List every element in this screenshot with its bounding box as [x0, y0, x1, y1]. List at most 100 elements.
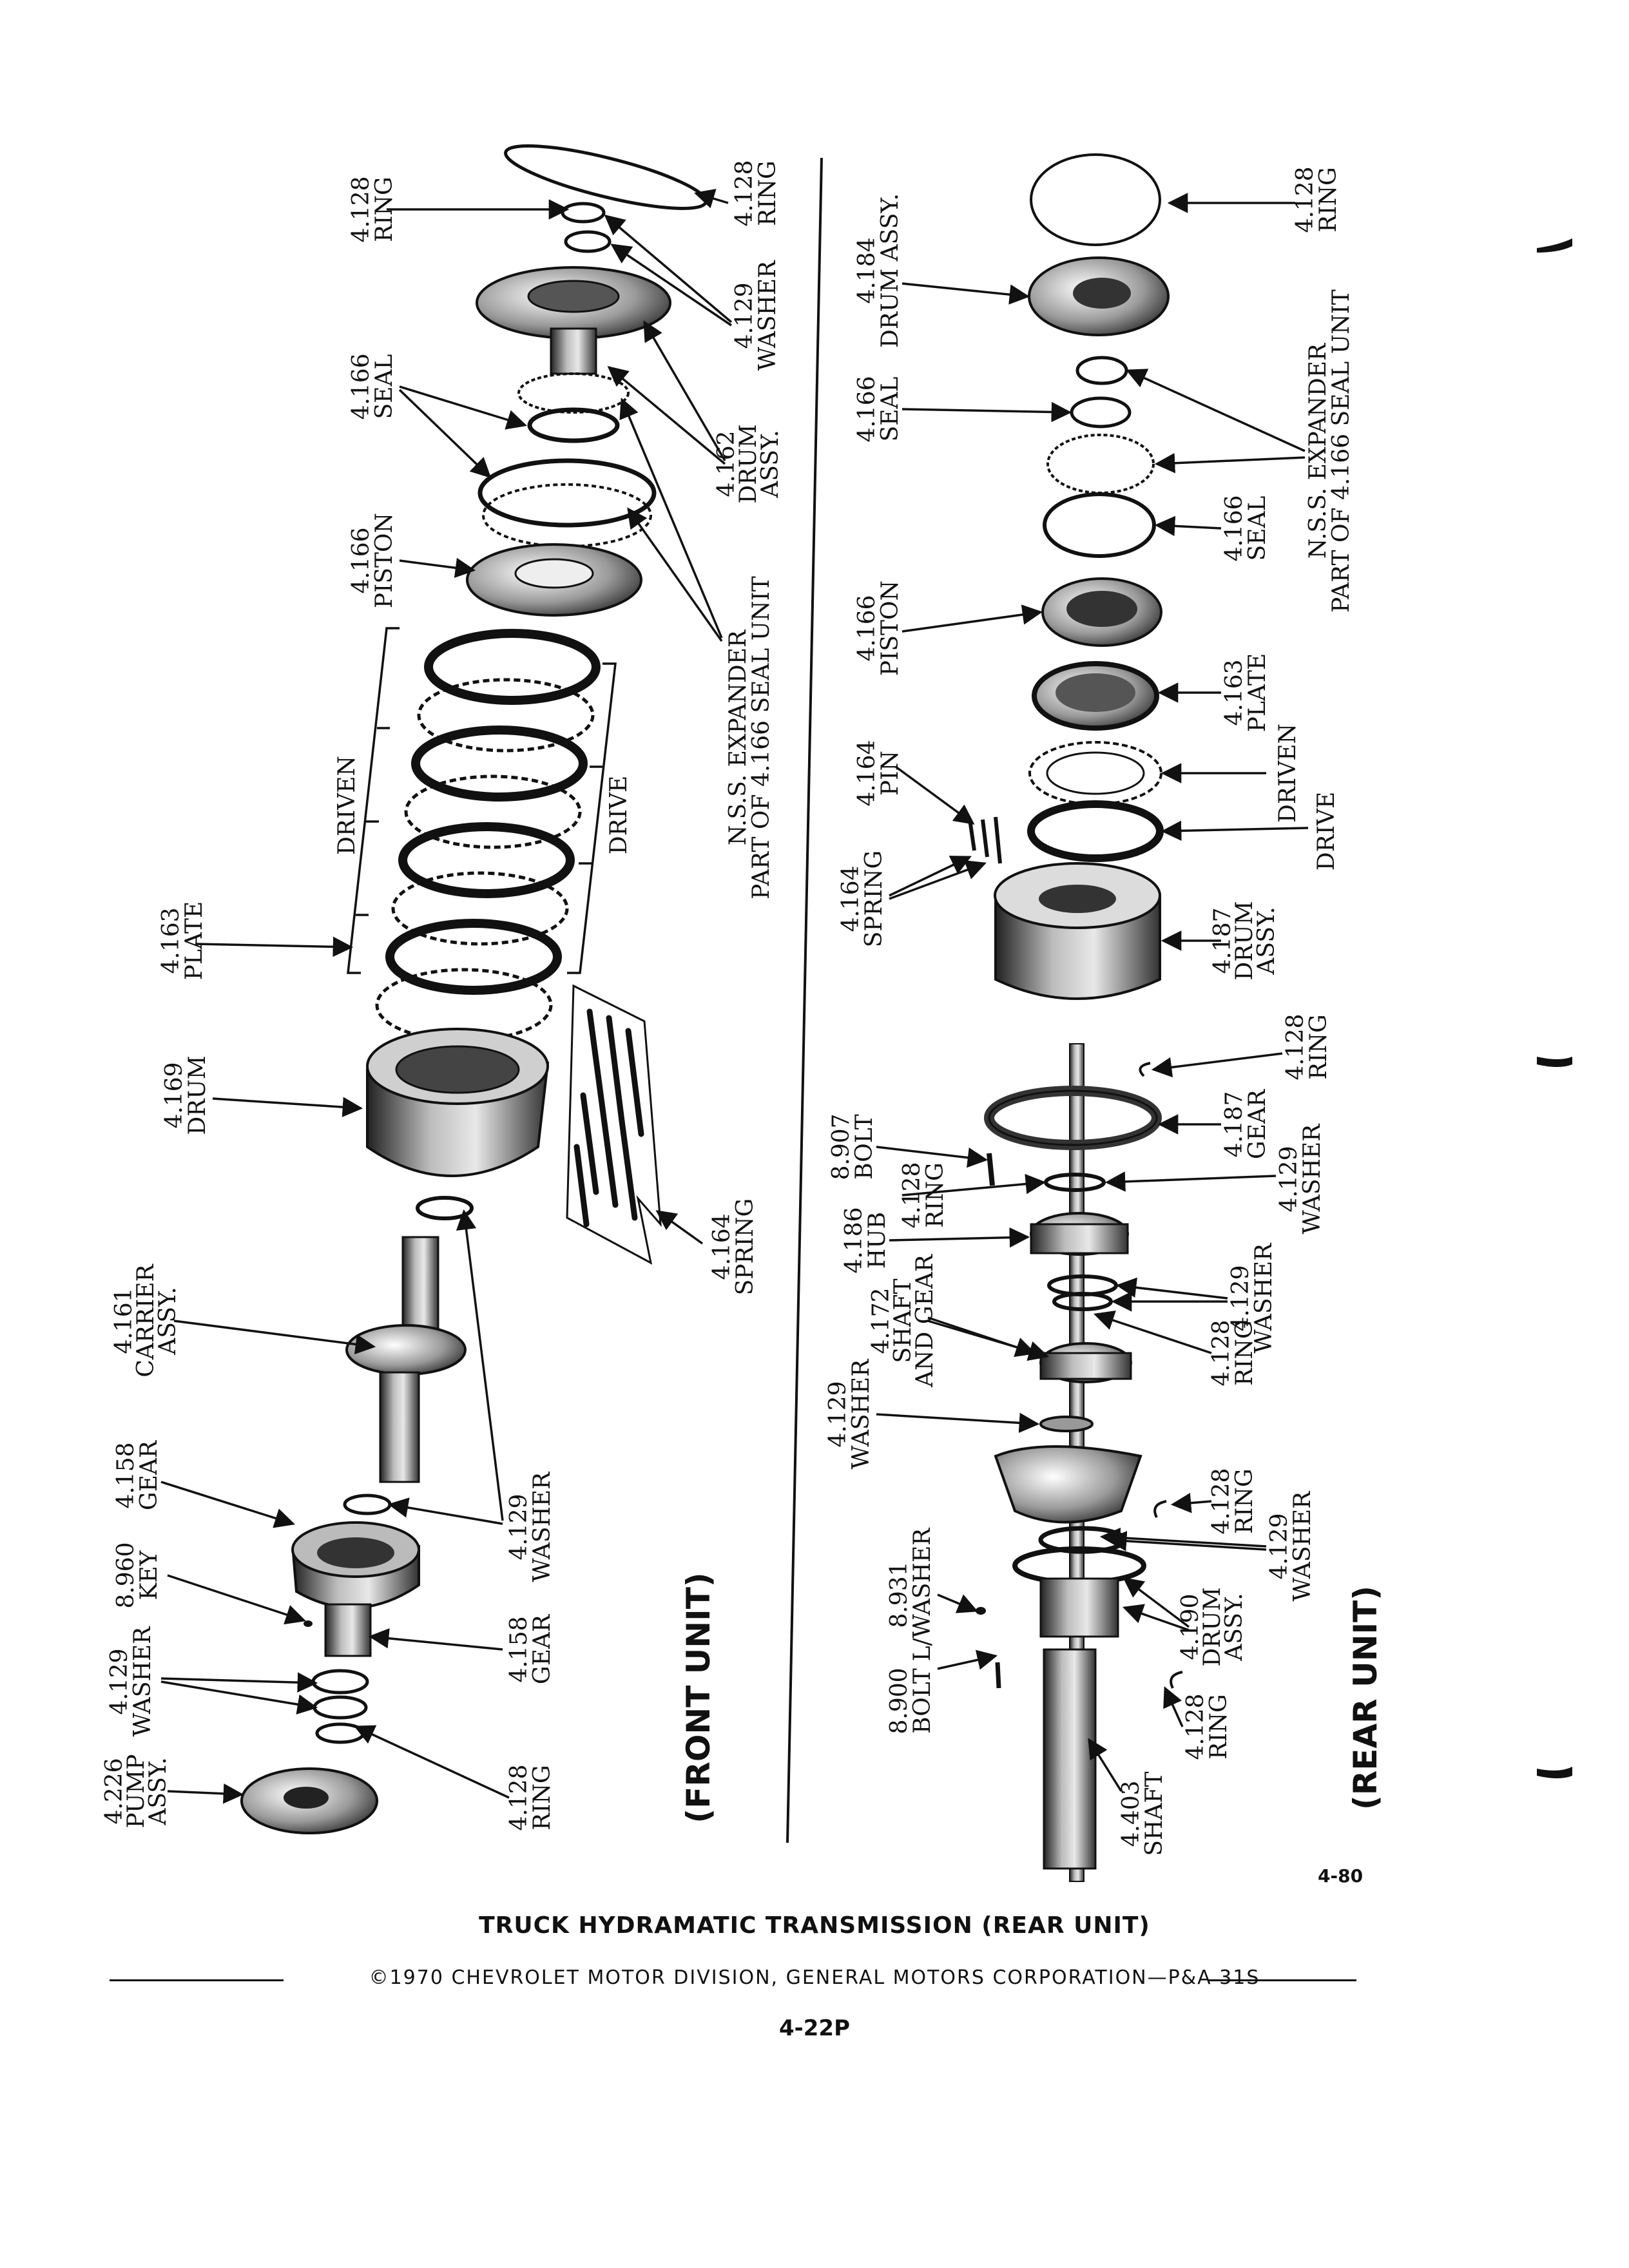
svg-text:4.128: 4.128: [731, 160, 758, 226]
svg-text:4.129: 4.129: [506, 1494, 532, 1560]
svg-text:8.931: 8.931: [886, 1561, 912, 1628]
svg-text:4.166: 4.166: [348, 527, 374, 593]
svg-text:ASSY.: ASSY.: [145, 1757, 171, 1825]
front-leaders: [160, 189, 733, 1804]
svg-text:4.187: 4.187: [1221, 1091, 1248, 1157]
svg-text:4.129: 4.129: [1276, 1146, 1302, 1212]
svg-text:4.162: 4.162: [713, 430, 740, 497]
svg-text:4.164: 4.164: [838, 865, 864, 932]
label-rear-driven: DRIVEN: [1275, 724, 1301, 823]
svg-text:4.129: 4.129: [106, 1648, 133, 1715]
svg-text:BOLT: BOLT: [851, 1114, 878, 1180]
svg-text:PART OF 4.166 SEAL UNIT: PART OF 4.166 SEAL UNIT: [1328, 289, 1354, 613]
svg-text:4.128: 4.128: [1292, 166, 1318, 233]
svg-text:SHAFT: SHAFT: [890, 1278, 916, 1363]
svg-text:RING: RING: [922, 1162, 949, 1228]
svg-text:GEAR: GEAR: [136, 1440, 162, 1510]
svg-text:PART OF 4.166 SEAL UNIT: PART OF 4.166 SEAL UNIT: [748, 576, 775, 899]
svg-text:N.S.S. EXPANDER: N.S.S. EXPANDER: [725, 629, 751, 845]
svg-text:WASHER: WASHER: [1289, 1491, 1316, 1602]
svg-text:4.166: 4.166: [1221, 495, 1248, 561]
svg-text:DRUM: DRUM: [735, 424, 762, 503]
svg-text:RING: RING: [529, 1765, 555, 1831]
svg-text:4.158: 4.158: [506, 1616, 532, 1682]
svg-text:HUB: HUB: [864, 1212, 891, 1269]
svg-text:WASHER: WASHER: [848, 1359, 874, 1470]
svg-text:4.129: 4.129: [825, 1381, 851, 1447]
svg-text:4.166: 4.166: [348, 353, 374, 419]
svg-text:SEAL: SEAL: [371, 354, 398, 419]
svg-text:RING: RING: [371, 177, 398, 242]
svg-text:DRUM: DRUM: [1231, 901, 1258, 980]
svg-text:PISTON: PISTON: [877, 581, 903, 676]
svg-text:(REAR UNIT): (REAR UNIT): [1347, 1586, 1384, 1810]
svg-text:WASHER: WASHER: [755, 260, 781, 371]
svg-text:DRIVEN: DRIVEN: [334, 756, 360, 855]
svg-text:RING: RING: [1206, 1694, 1232, 1760]
svg-text:GEAR: GEAR: [529, 1614, 555, 1684]
svg-text:4.128: 4.128: [899, 1162, 925, 1228]
rear-unit-caption: (REAR UNIT): [1347, 1586, 1384, 1810]
svg-text:4.190: 4.190: [1177, 1593, 1204, 1660]
svg-text:PLATE: PLATE: [181, 901, 207, 980]
svg-text:AND GEAR: AND GEAR: [912, 1254, 938, 1388]
svg-text:8.900: 8.900: [886, 1667, 912, 1734]
svg-text:SEAL: SEAL: [1244, 495, 1271, 561]
svg-text:4.128: 4.128: [506, 1764, 532, 1831]
svg-text:4.161: 4.161: [111, 1287, 137, 1354]
figure-number: 4-80: [1318, 1865, 1364, 1887]
svg-text:DRIVE: DRIVE: [606, 776, 632, 854]
svg-text:N.S.S. EXPANDER: N.S.S. EXPANDER: [1305, 343, 1331, 559]
svg-text:KEY: KEY: [136, 1550, 162, 1600]
svg-text:4.164: 4.164: [709, 1213, 735, 1280]
svg-text:ASSY.: ASSY.: [1253, 907, 1280, 975]
svg-text:SPRING: SPRING: [861, 850, 887, 947]
svg-text:4.166: 4.166: [854, 595, 880, 661]
svg-text:DRUM: DRUM: [184, 1055, 211, 1135]
page-title: TRUCK HYDRAMATIC TRANSMISSION (REAR UNIT…: [479, 1912, 1150, 1939]
copyright-text: ©1970 CHEVROLET MOTOR DIVISION, GENERAL …: [369, 1966, 1260, 1989]
svg-text:SPRING: SPRING: [732, 1198, 758, 1295]
svg-text:(FRONT UNIT): (FRONT UNIT): [680, 1572, 717, 1823]
svg-text:8.907: 8.907: [828, 1113, 854, 1180]
svg-text:4.128: 4.128: [1182, 1693, 1209, 1760]
svg-text:BOLT: BOLT: [909, 1668, 936, 1734]
svg-text:SHAFT: SHAFT: [1141, 1771, 1168, 1856]
svg-text:WASHER: WASHER: [529, 1472, 555, 1582]
label-rear-drive: DRIVE: [1313, 792, 1340, 870]
svg-text:4.129: 4.129: [1228, 1265, 1254, 1331]
svg-text:4.158: 4.158: [113, 1442, 139, 1508]
svg-text:4.166: 4.166: [854, 376, 880, 442]
svg-text:4.169: 4.169: [161, 1062, 188, 1128]
